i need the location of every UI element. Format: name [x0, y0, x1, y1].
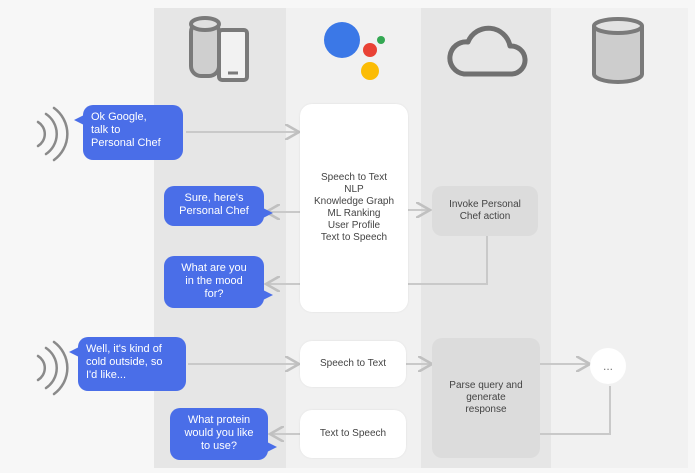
sound-waves-icon	[36, 106, 69, 162]
lane-database	[551, 8, 688, 468]
database-icon	[592, 17, 644, 84]
lane-devices	[154, 8, 286, 468]
speaker-phone-icon	[189, 16, 249, 82]
bubble-sure-personal-chef: Sure, here's Personal Chef	[164, 186, 273, 226]
text-to-speech-box: Text to Speech	[300, 410, 406, 458]
invoke-action-box: Invoke Personal Chef action	[432, 186, 538, 236]
parse-query-box: Parse query and generate response	[432, 338, 540, 458]
sound-waves-icon	[36, 340, 69, 396]
bubble-protein: What protein would you like to use?	[170, 408, 277, 460]
ellipsis-node: ...	[590, 348, 626, 384]
speech-to-text-box: Speech to Text	[300, 341, 406, 387]
bubble-cold-outside: Well, it's kind of cold outside, so I'd …	[69, 337, 186, 391]
assistant-processing-box: Speech to Text NLP Knowledge Graph ML Ra…	[300, 104, 408, 312]
google-assistant-icon	[324, 22, 385, 80]
bubble-ok-google: Ok Google, talk to Personal Chef	[74, 105, 183, 160]
cloud-icon	[447, 25, 528, 77]
bubble-mood: What are you in the mood for?	[164, 256, 273, 308]
